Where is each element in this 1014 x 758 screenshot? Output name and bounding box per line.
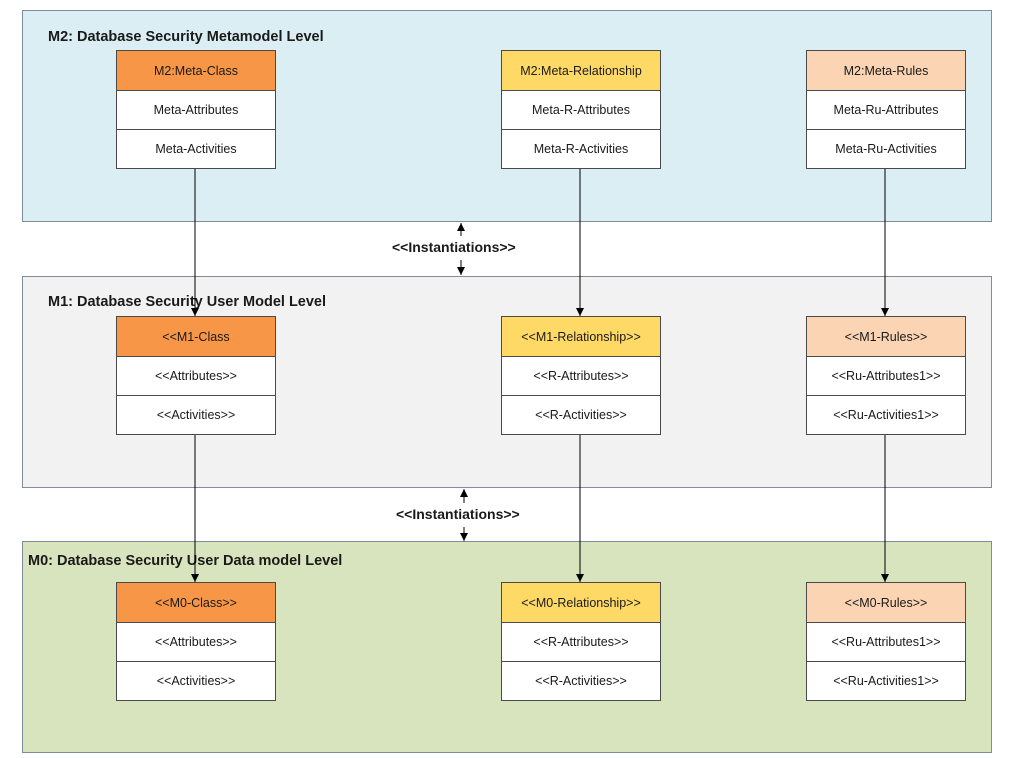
m0-rules-activities: <<Ru-Activities1>> [807, 661, 965, 700]
m2-meta-relationship-header: M2:Meta-Relationship [502, 51, 660, 90]
m1-relationship-activities: <<R-Activities>> [502, 395, 660, 434]
m2-meta-class[interactable]: M2:Meta-Class Meta-Attributes Meta-Activ… [116, 50, 276, 169]
level-m0-title: M0: Database Security User Data model Le… [28, 553, 343, 569]
m1-rules-activities: <<Ru-Activities1>> [807, 395, 965, 434]
m1-class-header: <<M1-Class [117, 317, 275, 356]
m1-class[interactable]: <<M1-Class <<Attributes>> <<Activities>> [116, 316, 276, 435]
m2-meta-relationship-attributes: Meta-R-Attributes [502, 90, 660, 129]
level-m1-title: M1: Database Security User Model Level [48, 294, 327, 310]
m0-class-attributes: <<Attributes>> [117, 622, 275, 661]
m2-meta-rules-activities: Meta-Ru-Activities [807, 129, 965, 168]
m1-rules-header: <<M1-Rules>> [807, 317, 965, 356]
m0-class-activities: <<Activities>> [117, 661, 275, 700]
m2-meta-class-attributes: Meta-Attributes [117, 90, 275, 129]
m0-class-header: <<M0-Class>> [117, 583, 275, 622]
m2-meta-rules-attributes: Meta-Ru-Attributes [807, 90, 965, 129]
m2-meta-relationship-activities: Meta-R-Activities [502, 129, 660, 168]
m2-meta-relationship[interactable]: M2:Meta-Relationship Meta-R-Attributes M… [501, 50, 661, 169]
m1-rules-attributes: <<Ru-Attributes1>> [807, 356, 965, 395]
m0-rules-header: <<M0-Rules>> [807, 583, 965, 622]
m0-rules[interactable]: <<M0-Rules>> <<Ru-Attributes1>> <<Ru-Act… [806, 582, 966, 701]
m2-meta-class-activities: Meta-Activities [117, 129, 275, 168]
m1-relationship-attributes: <<R-Attributes>> [502, 356, 660, 395]
m1-class-activities: <<Activities>> [117, 395, 275, 434]
m0-relationship-attributes: <<R-Attributes>> [502, 622, 660, 661]
m1-relationship-header: <<M1-Relationship>> [502, 317, 660, 356]
m0-relationship[interactable]: <<M0-Relationship>> <<R-Attributes>> <<R… [501, 582, 661, 701]
m1-rules[interactable]: <<M1-Rules>> <<Ru-Attributes1>> <<Ru-Act… [806, 316, 966, 435]
m0-rules-attributes: <<Ru-Attributes1>> [807, 622, 965, 661]
m2-meta-class-header: M2:Meta-Class [117, 51, 275, 90]
m0-relationship-header: <<M0-Relationship>> [502, 583, 660, 622]
m0-relationship-activities: <<R-Activities>> [502, 661, 660, 700]
instantiations-label-lower: <<Instantiations>> [396, 506, 520, 522]
m2-meta-rules[interactable]: M2:Meta-Rules Meta-Ru-Attributes Meta-Ru… [806, 50, 966, 169]
m1-class-attributes: <<Attributes>> [117, 356, 275, 395]
instantiations-label-upper: <<Instantiations>> [392, 239, 516, 255]
m0-class[interactable]: <<M0-Class>> <<Attributes>> <<Activities… [116, 582, 276, 701]
level-m2-title: M2: Database Security Metamodel Level [48, 29, 324, 45]
m1-relationship[interactable]: <<M1-Relationship>> <<R-Attributes>> <<R… [501, 316, 661, 435]
m2-meta-rules-header: M2:Meta-Rules [807, 51, 965, 90]
